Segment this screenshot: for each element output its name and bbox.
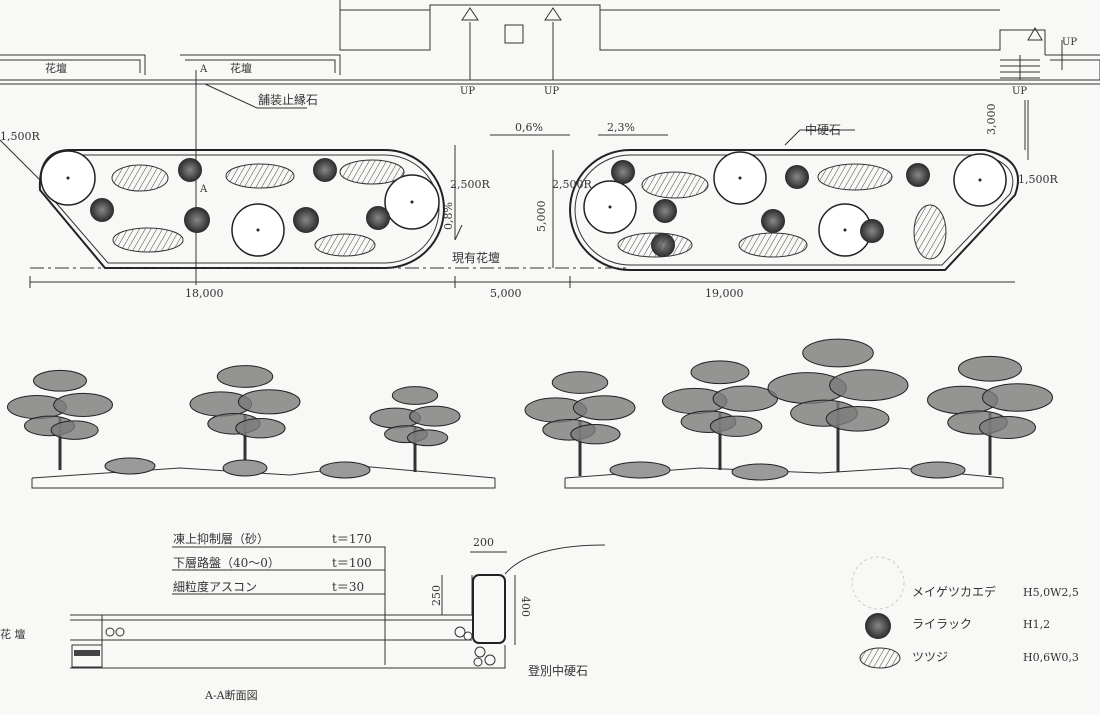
legend-spec: H0,6W0,3 — [1023, 651, 1079, 664]
lilac-shrub-icon — [313, 158, 337, 182]
section-title: A-A断面図 — [204, 688, 258, 702]
maple-tree-icon — [851, 556, 905, 610]
azalea-shrub-icon — [617, 232, 693, 258]
lilac-shrub-icon — [860, 219, 884, 243]
legend: メイゲツカエデ H5,0W2,5 ライラック H1,2 ツツジ H0,6W0,3 — [851, 556, 1079, 669]
dimension-label: 200 — [473, 536, 494, 549]
dimension-label: 400 — [519, 596, 532, 617]
radius-label: 1,500R — [0, 130, 40, 143]
layer-name: 細粒度アスコン — [173, 579, 257, 594]
building-outline — [0, 0, 1100, 85]
legend-spec: H1,2 — [1023, 618, 1050, 631]
radius-label: 2,500R — [450, 178, 490, 191]
tree-elevation — [369, 386, 461, 472]
curb-label: 登別中硬石 — [528, 663, 588, 678]
up-label: UP — [1012, 86, 1027, 97]
lilac-shrub-icon — [653, 199, 677, 223]
width-dimension: 5,000 — [535, 201, 548, 233]
azalea-shrub-icon — [314, 233, 376, 257]
legend-name: メイゲツカエデ — [912, 584, 996, 599]
flower-bed-label: 花壇 — [45, 61, 67, 75]
azalea-shrub-icon — [112, 227, 184, 253]
legend-name: ツツジ — [912, 650, 948, 664]
curb-stone-label: 中硬石 — [805, 122, 841, 137]
azalea-shrub-icon — [817, 163, 893, 191]
plan-plants — [40, 150, 1007, 260]
lilac-shrub-icon — [761, 209, 785, 233]
lilac-shrub-icon — [184, 207, 210, 233]
curb-note: 舗装止縁石 — [258, 92, 318, 107]
lilac-shrub-icon — [178, 158, 202, 182]
layer-thickness: t＝30 — [332, 580, 364, 594]
shrub-elevation — [222, 459, 268, 477]
shrub-elevation — [319, 461, 371, 479]
lilac-shrub-icon — [293, 207, 319, 233]
bed-label: 花 壇 — [0, 627, 26, 641]
radius-label: 2,500R — [552, 178, 592, 191]
lilac-shrub-icon — [366, 206, 390, 230]
lilac-shrub-icon — [90, 198, 114, 222]
existing-bed-label: 現有花壇 — [452, 250, 500, 265]
tree-elevation — [767, 338, 909, 472]
section-mark: A — [199, 184, 208, 195]
flower-bed-label: 花壇 — [230, 61, 252, 75]
legend-spec: H5,0W2,5 — [1023, 586, 1079, 599]
shrub-elevation — [731, 463, 789, 481]
slope-label: 0,6% — [515, 121, 543, 134]
shrub-elevation — [910, 461, 966, 479]
elevation-view — [7, 338, 1053, 489]
length-dimension: 19,000 — [705, 287, 744, 300]
azalea-shrub-icon — [738, 232, 808, 258]
tree-elevation — [662, 360, 778, 470]
layer-thickness: t＝170 — [332, 532, 372, 546]
tree-elevation — [927, 355, 1053, 475]
slope-label: 2,3% — [607, 121, 635, 134]
azalea-shrub-icon — [225, 163, 295, 189]
up-label: UP — [544, 86, 559, 97]
layer-thickness: t＝100 — [332, 556, 372, 570]
azalea-shrub-icon — [641, 171, 709, 199]
slope-label: 0,8% — [442, 202, 455, 230]
dimension-label: 250 — [430, 585, 443, 606]
depth-dimension: 3,000 — [985, 104, 998, 136]
section-mark: A — [199, 64, 208, 75]
lilac-shrub-icon — [611, 160, 635, 184]
azalea-shrub-icon — [913, 204, 947, 260]
tree-elevation — [524, 371, 636, 476]
up-label: UP — [1062, 37, 1077, 48]
up-label: UP — [460, 86, 475, 97]
length-dimension: 5,000 — [490, 287, 522, 300]
radius-label: 1,500R — [1018, 173, 1058, 186]
planting-bed-right — [569, 149, 1020, 271]
shrub-elevation — [609, 461, 671, 479]
layer-name: 凍上抑制層（砂） — [173, 531, 269, 546]
section-aa — [70, 544, 606, 669]
azalea-shrub-icon — [339, 159, 405, 185]
length-dimension: 18,000 — [185, 287, 224, 300]
tree-elevation — [189, 365, 301, 470]
lilac-shrub-icon — [865, 613, 891, 639]
layer-name: 下層路盤（40～0） — [173, 555, 280, 570]
azalea-shrub-icon — [859, 647, 901, 669]
lilac-shrub-icon — [785, 165, 809, 189]
tree-elevation — [7, 369, 113, 470]
lilac-shrub-icon — [906, 163, 930, 187]
legend-name: ライラック — [912, 617, 972, 631]
shrub-elevation — [104, 457, 156, 475]
azalea-shrub-icon — [111, 164, 169, 192]
